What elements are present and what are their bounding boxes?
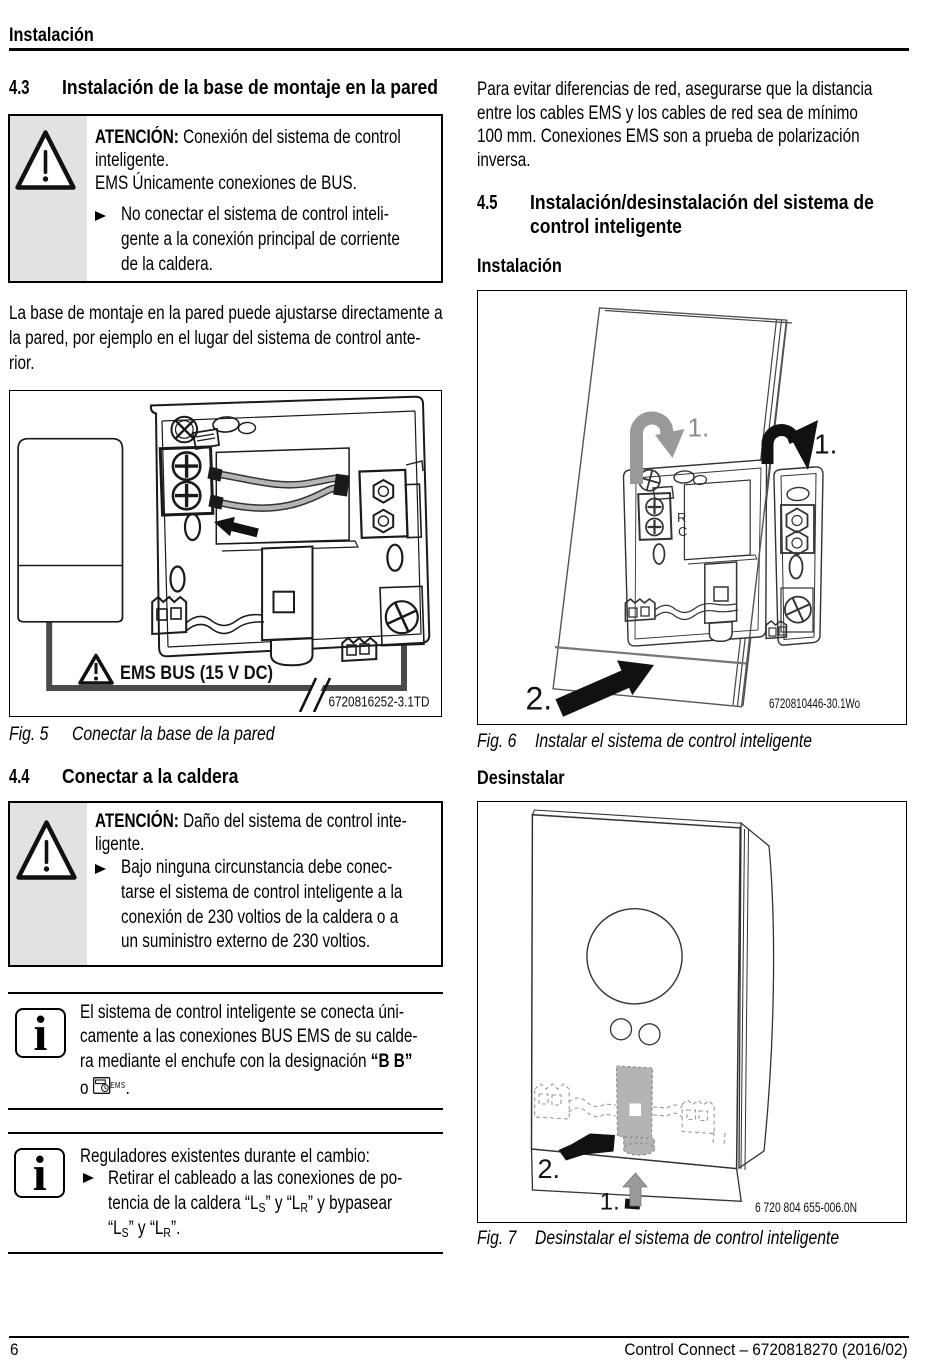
svg-text:R: R (677, 510, 686, 525)
svg-text:C: C (678, 524, 687, 539)
svg-text:6720810446-30.1Wo: 6720810446-30.1Wo (769, 696, 860, 711)
svg-text:1.: 1. (600, 1189, 620, 1216)
svg-text:EMS BUS (15 V DC): EMS BUS (15 V DC) (120, 663, 273, 684)
svg-text:1.: 1. (814, 428, 837, 459)
svg-text:2.: 2. (538, 1154, 561, 1184)
svg-text:6720816252-3.1TD: 6720816252-3.1TD (329, 695, 430, 711)
svg-text:1.: 1. (688, 412, 710, 442)
svg-text:2.: 2. (526, 680, 553, 716)
svg-text:6 720 804 655-006.0N: 6 720 804 655-006.0N (755, 1200, 857, 1215)
